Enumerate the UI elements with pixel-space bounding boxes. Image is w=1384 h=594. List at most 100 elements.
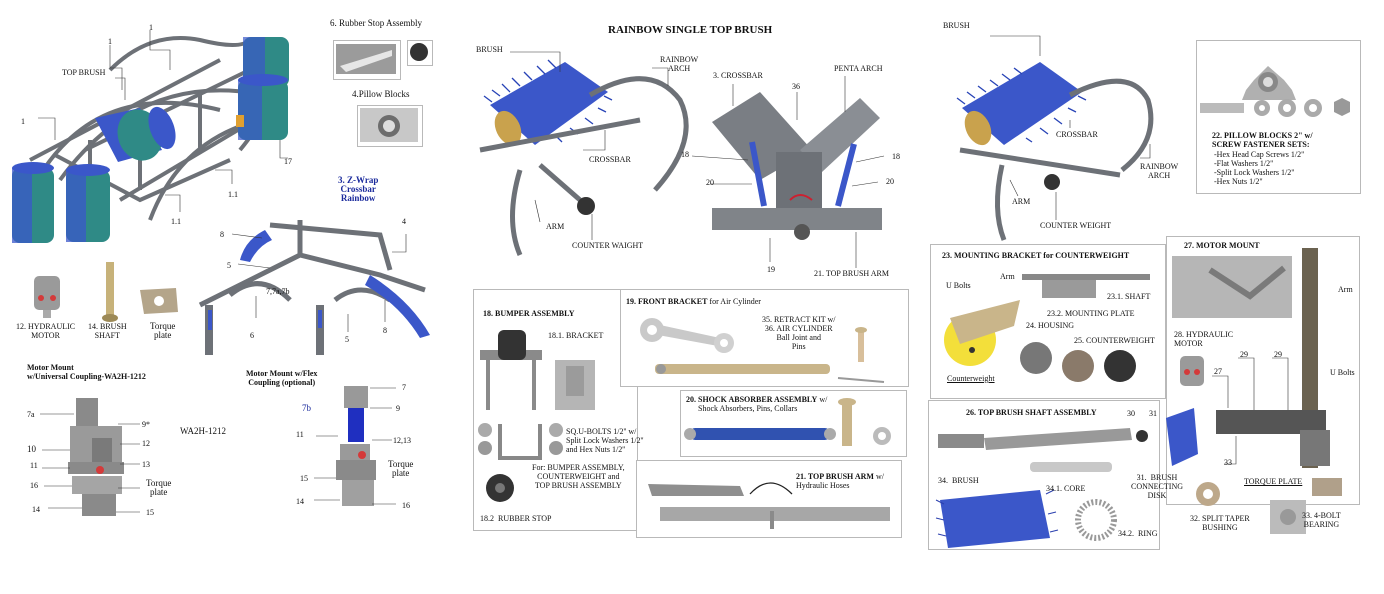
arm21-title: 21. TOP BRUSH ARM w/ Hydraulic Hoses [796,472,884,490]
shock-title: 20. SHOCK ABSORBER ASSEMBLY w/ [686,395,827,404]
label-1-1b: 1.1 [171,217,181,226]
shock-title-sub: w/ [817,395,828,404]
motor-mount-flex-drawing [314,386,396,506]
pillow-items: -Hex Head Cap Screws 1/2" -Flat Washers … [1214,150,1305,186]
penta-arch-crossbar-drawing [691,76,885,268]
mid-brush: BRUSH [476,45,503,54]
mid-19: 19 [767,265,775,274]
label-top-brush: TOP BRUSH [62,68,106,77]
flex-9: 9 [396,404,400,413]
label-4: 4 [402,217,406,226]
motor-mount-27: 27 [1214,367,1222,376]
flex-16: 16 [402,501,410,510]
mm-7a: 7a [27,410,35,419]
rubber-stop-photos [336,43,428,142]
right-counter-weight: COUNTER WEIGHT [1040,221,1112,230]
motor-mount-arm: Arm [1338,285,1353,294]
shaft-assembly-title: 26. TOP BRUSH SHAFT ASSEMBLY [966,408,1097,417]
mm-11: 11 [30,461,38,470]
right-rainbow-arch: RAINBOW ARCH [1140,162,1179,180]
mounting-counterweight: Counterweight [947,374,995,383]
top-brush-arm-drawing [648,482,890,529]
shaft-assembly-30: 30 [1127,409,1135,418]
bumper-bracket: 18.1. BRACKET [548,331,604,340]
mid-arm: ARM [546,222,565,231]
front-bracket-drawing [640,318,885,383]
motor-mount-ubolts: U Bolts [1330,368,1355,377]
mounting-arm: Arm [1000,272,1015,281]
flex-7: 7 [402,383,406,392]
label-zwrap: 3. Z-Wrap Crossbar Rainbow [338,175,379,203]
mid-crossbar: CROSSBAR [589,155,631,164]
shock-absorber-panel [680,390,907,457]
bumper-assembly-drawing [478,330,595,502]
front-bracket-title: 19. FRONT BRACKET for Air Cylinder [626,297,761,306]
arm21-title-sub: w/ Hydraulic Hoses [796,472,884,490]
flex-15: 15 [300,474,308,483]
mid-penta-arch: PENTA ARCH [834,64,883,73]
pillow-blocks-panel [1196,40,1361,194]
mounting-plate: 23.2. MOUNTING PLATE [1047,309,1135,318]
shaft-assembly-bushing: 32. SPLIT TAPER BUSHING [1190,514,1250,532]
label-1a: 1 [108,37,112,46]
mid-18a: 18 [681,150,689,159]
mm-torque-plate: Torque plate [146,478,172,497]
mid-20a: 20 [706,178,714,187]
label-motor-mount-universal: Motor Mount w/Universal Coupling-WA2H-12… [27,363,146,381]
shaft-assembly-disk: 31. BRUSH CONNECTING DISK [1131,473,1183,500]
flex-14: 14 [296,497,304,506]
mm-16: 16 [30,481,38,490]
mid-36: 36 [792,82,800,91]
label-17: 17 [284,157,292,166]
label-1-1a: 1.1 [228,190,238,199]
shaft-assembly-bearing: 33. 4-BOLT BEARING [1302,511,1341,529]
motor-mount-torque-plate: TORQUE PLATE [1244,477,1303,486]
label-wa2h: WA2H-1212 [180,426,226,436]
mounting-title: 23. MOUNTING BRACKET for COUNTERWEIGHT [942,251,1130,260]
mm-13: 13 [142,460,150,469]
shaft-assembly-core: 34.1. CORE [1046,484,1086,493]
mounting-bracket-drawing [944,274,1150,382]
label-hydraulic-motor: 12. HYDRAULIC MOTOR [16,322,76,340]
flex-12-13: 12,13 [393,436,411,445]
bumper-title: 18. BUMPER ASSEMBLY [483,309,575,318]
motor-mount-title: 27. MOTOR MOUNT [1184,241,1260,250]
label-8a: 8 [220,230,224,239]
shock-title-bold: 20. SHOCK ABSORBER ASSEMBLY [686,395,818,404]
motor-mount-29b: 29 [1274,350,1282,359]
rainbow-frame-assembly [12,30,289,243]
mm-9s: 9* [142,420,150,429]
mid-top-brush-arm: 21. TOP BRUSH ARM [814,269,889,278]
mounting-shaft: 23.1. SHAFT [1107,292,1151,301]
pillow-block-fastener-photo [1200,66,1350,117]
mm-15: 15 [146,508,154,517]
mm-10: 10 [27,444,36,454]
label-6: 6 [250,331,254,340]
shaft-assembly-ring: 34.2. RING [1118,529,1158,538]
shaft-assembly-31: 31 [1149,409,1157,418]
right-brush: BRUSH [943,21,970,30]
mid-counter-weight: COUNTER WAIGHT [572,241,644,250]
top-brush-arm-panel [636,460,902,538]
arm21-title-bold: 21. TOP BRUSH ARM [796,472,874,481]
right-rainbow-brush-drawing [956,35,1154,241]
motor-mount-29a: 29 [1240,350,1248,359]
mid-18b: 18 [892,152,900,161]
front-bracket-title-bold: 19. FRONT BRACKET [626,297,708,306]
mounting-housing: 24. HOUSING [1026,321,1074,330]
page-title: RAINBOW SINGLE TOP BRUSH [608,24,773,36]
label-torque-plate: Torque plate [150,321,176,340]
label-7-7a-7b: 7,7a,7b [266,287,290,296]
motor-mount-hydraulic: 28. HYDRAULIC MOTOR [1174,330,1234,348]
motor-mount-drawing [1172,248,1342,496]
shaft-assembly-drawing [935,408,1306,548]
flex-7b: 7b [302,403,311,413]
label-8b: 8 [383,326,387,335]
shock-detail: Shock Absorbers, Pins, Collars [698,404,798,413]
label-pillow-blocks: 4.Pillow Blocks [352,89,410,99]
bumper-for: For: BUMPER ASSEMBLY, COUNTERWEIGHT and … [532,463,625,490]
zwrap-crossbar-assembly [198,220,430,355]
label-5b: 5 [345,335,349,344]
mid-20b: 20 [886,177,894,186]
label-rubber-stop: 6. Rubber Stop Assembly [330,18,423,28]
